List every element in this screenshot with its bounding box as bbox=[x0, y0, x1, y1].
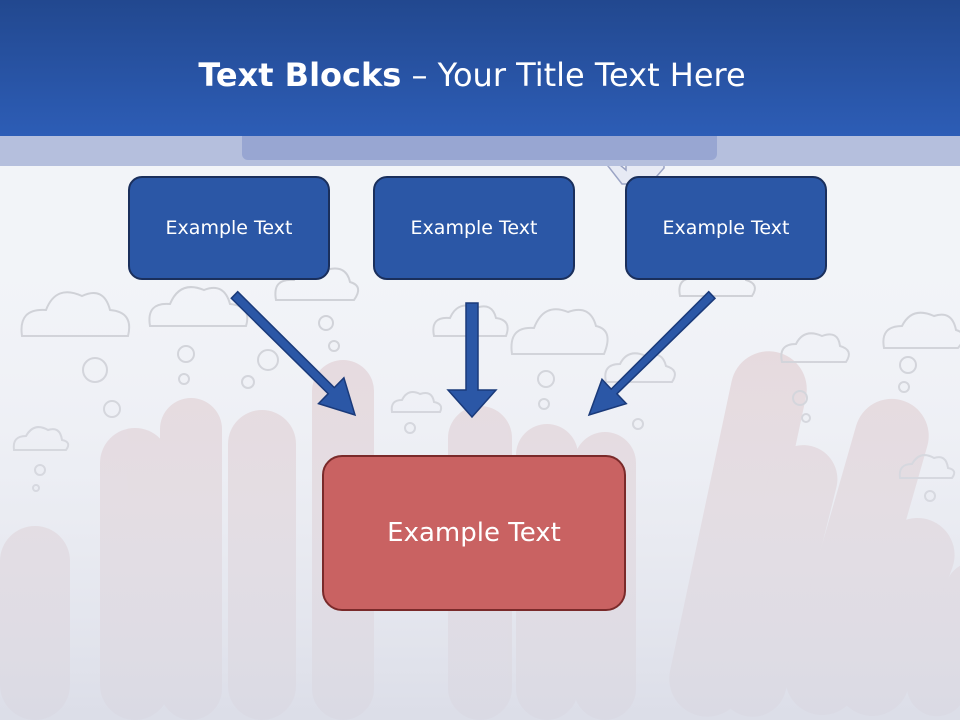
arrow-left bbox=[230, 290, 357, 417]
slide-title: Text Blocks – Your Title Text Here bbox=[0, 54, 944, 96]
target-block[interactable]: Example Text bbox=[322, 455, 626, 611]
target-block-label: Example Text bbox=[387, 518, 561, 548]
arrow-right bbox=[587, 290, 717, 417]
text-block-left-label: Example Text bbox=[165, 217, 293, 239]
slide-title-bold: Text Blocks bbox=[198, 56, 402, 94]
arrow-middle bbox=[446, 302, 498, 419]
decorative-search-bar bbox=[242, 136, 717, 160]
slide-title-rest: – Your Title Text Here bbox=[401, 56, 746, 94]
title-bar bbox=[0, 0, 960, 136]
text-block-right[interactable]: Example Text bbox=[625, 176, 827, 280]
text-block-middle[interactable]: Example Text bbox=[373, 176, 575, 280]
text-block-left[interactable]: Example Text bbox=[128, 176, 330, 280]
text-block-middle-label: Example Text bbox=[410, 217, 538, 239]
text-block-right-label: Example Text bbox=[662, 217, 790, 239]
